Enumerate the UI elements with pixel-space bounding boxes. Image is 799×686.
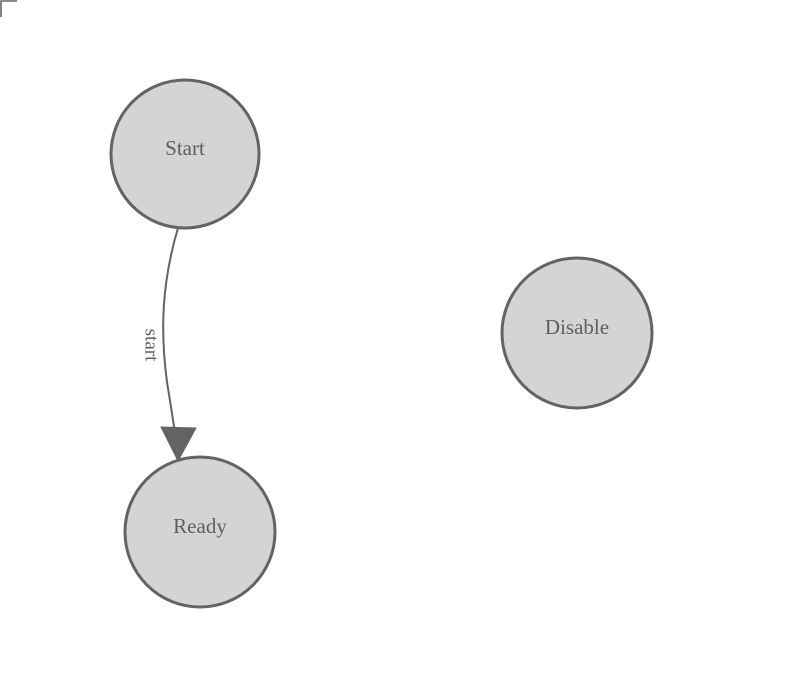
node-start-shape[interactable] xyxy=(109,78,261,230)
node-disable-shape[interactable] xyxy=(500,256,654,410)
node-ready[interactable]: Ready xyxy=(123,455,277,609)
node-start[interactable]: Start xyxy=(109,78,261,230)
canvas-corner-mark xyxy=(0,0,17,17)
edge-label-start: start xyxy=(141,329,162,362)
node-start-label: Start xyxy=(165,136,205,160)
node-ready-label: Ready xyxy=(173,514,227,538)
node-disable[interactable]: Disable xyxy=(500,256,654,410)
node-ready-shape[interactable] xyxy=(123,455,277,609)
edge-arrowhead-icon xyxy=(160,426,197,463)
node-disable-label: Disable xyxy=(545,315,609,339)
edge-line xyxy=(162,227,179,459)
edge-start-to-ready[interactable]: start xyxy=(141,227,197,463)
